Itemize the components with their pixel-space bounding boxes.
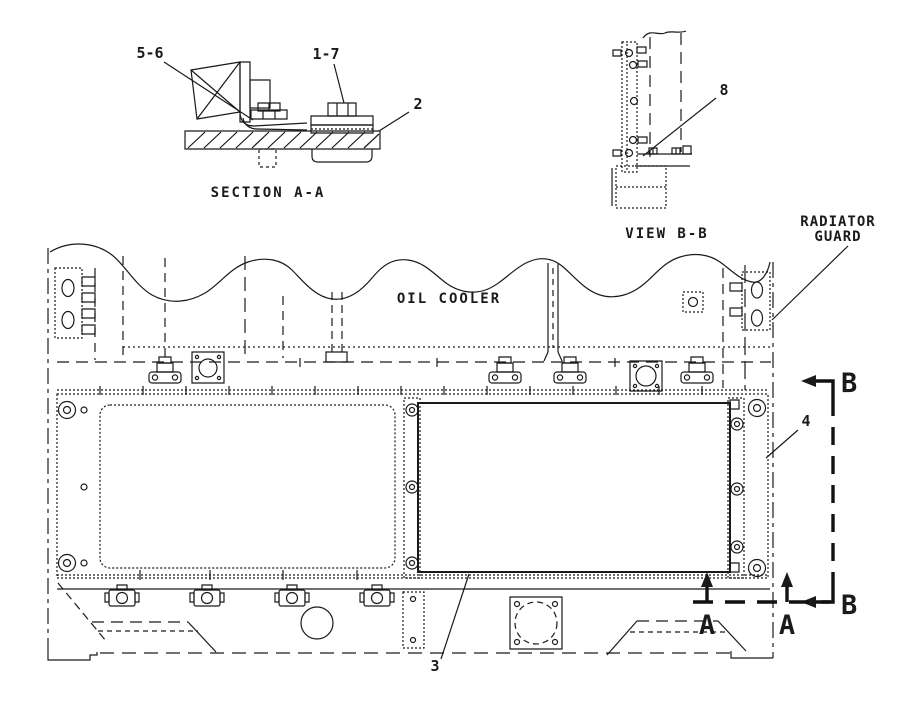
foot-box [612, 166, 666, 208]
corner-bolt [747, 558, 767, 578]
hatch-pattern [188, 132, 379, 148]
bolt-washer-group [251, 103, 287, 119]
view-bb-caption: VIEW B-B [625, 226, 708, 242]
right-retainer-strip [728, 398, 744, 578]
section-aa-detail: 5-6 1-7 2 SECTION A-A [136, 44, 422, 201]
apron-clamp [189, 584, 225, 607]
section-arrow-b-top [801, 375, 816, 387]
leader-1-7 [334, 64, 344, 103]
apron-small-plate [403, 592, 424, 648]
face-bolt [57, 400, 77, 420]
apron-round-hole [301, 607, 333, 639]
face-bolt [57, 553, 77, 573]
apron-clamp [359, 584, 395, 607]
face-hole [81, 560, 87, 566]
small-bracket [683, 292, 703, 312]
section-marker-b-bottom: B [841, 590, 857, 621]
right-mount-bracket [730, 272, 770, 330]
strip-bolt [730, 417, 744, 431]
leader-radiator-guard [772, 246, 848, 320]
left-gusset-hidden [58, 583, 216, 652]
base-plate [185, 131, 380, 149]
strip-bolt [730, 482, 744, 496]
leader-8 [643, 98, 716, 156]
screen-panel-assembly [404, 398, 767, 578]
cooler-clamp [553, 356, 587, 384]
strip-bolt [730, 540, 744, 554]
leader-3 [441, 574, 469, 659]
part-label-4: 4 [801, 412, 810, 430]
lower-boss [312, 149, 372, 162]
support-bracket [191, 62, 307, 130]
right-foot [731, 651, 773, 658]
part-label-3: 3 [430, 657, 439, 675]
part-label-2: 2 [413, 95, 422, 113]
strip-bolt [405, 403, 419, 417]
strip-tab [730, 563, 739, 572]
section-arrow-a-left [701, 572, 713, 587]
face-hole [81, 407, 87, 413]
hidden-bolt-shank [259, 149, 276, 167]
left-panel-opening [100, 405, 395, 568]
bolted-plate [613, 42, 647, 172]
strip-bolt [405, 480, 419, 494]
band-plate-right [630, 361, 662, 391]
main-view-radiator-guard: OIL COOLER [48, 214, 875, 675]
apron-hole-plate [510, 597, 562, 649]
section-arrow-a-right [781, 572, 793, 587]
leader-2 [379, 112, 409, 131]
pipe-left [326, 292, 347, 362]
guard-post [643, 31, 686, 157]
cooler-clamp [148, 356, 182, 384]
section-marker-b-top: B [841, 368, 857, 399]
section-marker-a-right: A [779, 610, 795, 641]
screen-panel [418, 403, 730, 572]
left-foot [48, 652, 97, 660]
oil-cooler-break-line [50, 244, 770, 301]
guard-face [57, 394, 768, 578]
cooler-clamp [488, 356, 522, 384]
face-hole [81, 484, 87, 490]
apron-clamp [274, 584, 310, 607]
part-label-5-6: 5-6 [136, 44, 163, 62]
hidden-vertical-lines [95, 256, 745, 390]
pipe-right [544, 263, 562, 361]
section-aa-caption: SECTION A-A [211, 185, 326, 201]
part-label-8: 8 [719, 81, 728, 99]
radiator-guard-label-line2: GUARD [814, 229, 861, 245]
bolt-stack [311, 103, 373, 133]
leader-5-6 [164, 62, 253, 120]
strip-tab [730, 400, 739, 409]
corner-bolt [747, 398, 767, 418]
section-line-bb: B B [801, 368, 857, 621]
face-top-ticks [100, 386, 702, 395]
left-mount-bracket [55, 268, 95, 338]
apron-clamp [104, 584, 140, 607]
strip-bolt [405, 556, 419, 570]
band-plate-left [192, 352, 224, 383]
section-line-aa: A A [693, 572, 830, 641]
face-bottom-ticks [140, 570, 357, 580]
right-gusset-hidden [607, 621, 746, 655]
leader-4 [766, 430, 798, 458]
view-bb-detail: 8 VIEW B-B [612, 31, 729, 242]
left-retainer-strip [404, 398, 420, 578]
cooler-clamp [680, 356, 714, 384]
section-marker-a-left: A [699, 610, 715, 641]
oil-cooler-label: OIL COOLER [397, 291, 501, 307]
radiator-guard-label-line1: RADIATOR [800, 214, 875, 230]
part-label-1-7: 1-7 [312, 45, 339, 63]
